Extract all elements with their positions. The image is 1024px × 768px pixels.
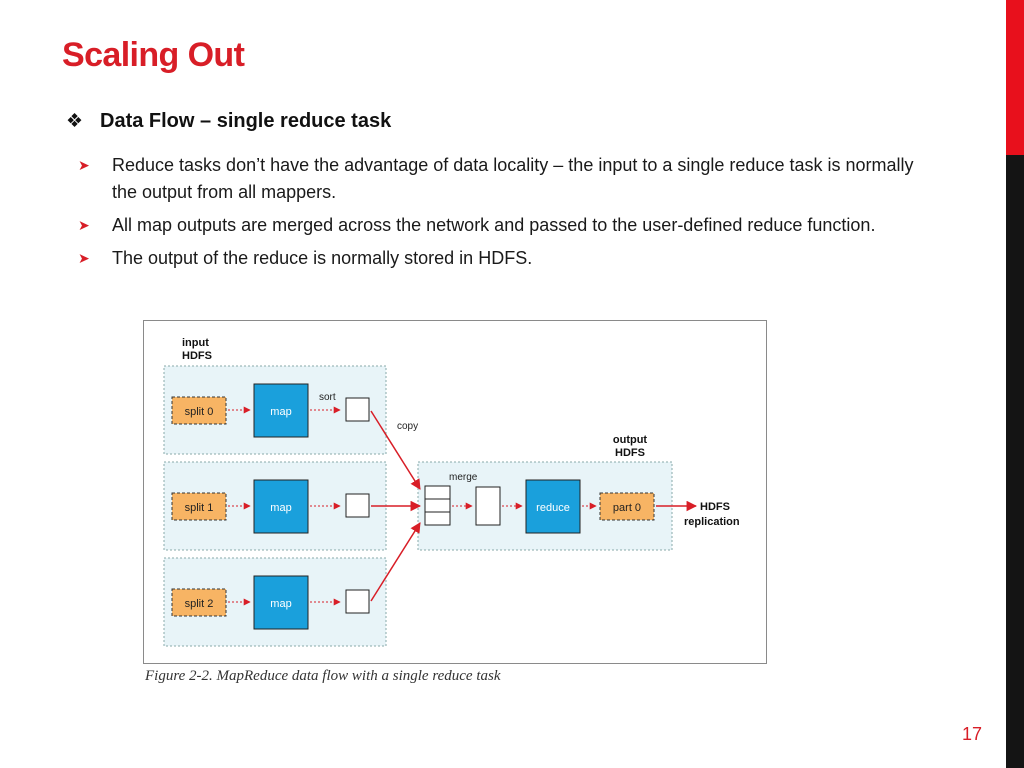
split-box-1 [171,492,227,521]
sort-box-1 [345,493,370,518]
sort-box-0 [345,397,370,422]
bullet-list: ➤ Reduce tasks don’t have the advantage … [78,152,938,278]
arrow-bullet-icon: ➤ [78,157,90,173]
sort-label: sort [319,392,336,403]
reduce-label: reduce [536,502,570,514]
diagram-svg: input HDFS split 0 map sort split 1 map … [163,337,740,647]
arrow-bullet-icon: ➤ [78,250,90,266]
map-box-0 [253,383,309,438]
merged-box [475,486,501,526]
split-box-0 [171,396,227,425]
map-box-2 [253,575,309,630]
output-hdfs-label: HDFS [615,447,645,459]
sort-box-2 [345,589,370,614]
split-label-2: split 2 [185,598,214,610]
bullet-item: ➤ The output of the reduce is normally s… [78,245,938,272]
merge-stack-block-2 [424,511,451,526]
bullet-text: The output of the reduce is normally sto… [112,248,533,268]
figure-caption: Figure 2-2. MapReduce data flow with a s… [145,668,501,684]
bullet-text: Reduce tasks don’t have the advantage of… [112,155,914,202]
accent-bar-dark [1006,155,1024,768]
slide-title: Scaling Out [62,36,245,74]
copy-arrow-2 [370,522,421,602]
input-label: input [182,337,209,349]
part-label: part 0 [613,502,641,514]
mapreduce-diagram: input HDFS split 0 map sort split 1 map … [143,320,767,664]
map-box-1 [253,479,309,534]
accent-bar-red [1006,0,1024,155]
bullet-text: All map outputs are merged across the ne… [112,215,876,235]
output-label: output [613,434,648,446]
page-number: 17 [962,724,983,744]
map-label-1: map [270,502,291,514]
reduce-box [525,479,581,534]
merge-stack-block-1 [424,498,451,513]
bullet-item: ➤ Reduce tasks don’t have the advantage … [78,152,938,206]
arrow-bullet-icon: ➤ [78,217,90,233]
split-label-0: split 0 [185,406,214,418]
split-label-1: split 1 [185,502,214,514]
part-box [599,492,655,521]
replication-label: replication [684,516,740,528]
subheading-text: Data Flow – single reduce task [100,110,392,132]
subheading: ❖ Data Flow – single reduce task [66,110,391,133]
map-label-0: map [270,406,291,418]
hdfs-replication-label: HDFS [700,501,730,513]
copy-arrow-0 [370,410,421,490]
diamond-bullet-icon: ❖ [66,111,84,132]
merge-label: merge [449,472,478,483]
map-label-2: map [270,598,291,610]
merge-stack-block-0 [424,485,451,500]
copy-label: copy [397,421,418,432]
bullet-item: ➤ All map outputs are merged across the … [78,212,938,239]
input-hdfs-label: HDFS [182,350,212,362]
split-box-2 [171,588,227,617]
